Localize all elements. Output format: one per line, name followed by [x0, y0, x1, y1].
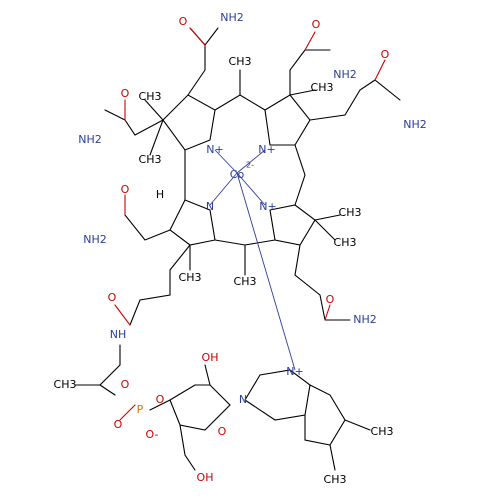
label-o-upper-right: O — [312, 18, 321, 31]
label-o-lower-right: O — [326, 293, 335, 306]
label-o-sugar-link: O — [156, 393, 165, 406]
label-o-minus: O- — [146, 428, 159, 441]
carbon-bonds — [74, 27, 401, 471]
label-nh2-lower-right: NH2 — [353, 313, 377, 326]
label-cobalt: Co — [230, 168, 245, 181]
atom-labels: NH2 O O NH2 O NH2 O NH2 O NH2 O NH2 O N+… — [54, 11, 427, 486]
label-ch3-left-top: CH3 — [139, 90, 162, 103]
label-oh-top: OH — [202, 351, 219, 364]
label-n-benzimidazole: N — [239, 393, 247, 406]
label-n-plus-bottom-right: N+ — [259, 200, 276, 213]
label-n-plus-benzimidazole: N+ — [286, 365, 303, 378]
label-ch3-right-2: CH3 — [334, 236, 357, 249]
label-nh2-top: NH2 — [220, 11, 244, 24]
label-o-ester: O — [121, 378, 130, 391]
label-o-mid-left: O — [121, 183, 130, 196]
label-o-ring: O — [218, 425, 227, 438]
label-o-right: O — [381, 48, 390, 61]
label-o-left: O — [121, 87, 130, 100]
label-nh2-upper-right: NH2 — [333, 68, 357, 81]
label-ch3-bottom-left: CH3 — [179, 271, 202, 284]
label-ch3-top: CH3 — [229, 55, 252, 68]
label-ch3-benz-bottom: CH3 — [324, 473, 347, 486]
label-n-plus-top-right: N+ — [258, 143, 275, 156]
label-nh2-left: NH2 — [78, 133, 102, 146]
label-nh2-mid-left: NH2 — [83, 233, 107, 246]
label-ch3-bottom-center: CH3 — [234, 275, 257, 288]
label-ch3-mid-top-right: CH3 — [311, 81, 334, 94]
label-ch3-benz-right: CH3 — [371, 425, 394, 438]
label-o-top: O — [179, 15, 188, 28]
label-n-plus-top-left: N+ — [206, 143, 223, 156]
label-phosphorus: P — [137, 403, 144, 416]
label-o-phosphate: O — [114, 418, 123, 431]
label-oh-bottom: OH — [197, 471, 214, 484]
cobalt-coordination-bonds — [209, 149, 296, 371]
label-nh: NH — [110, 328, 127, 341]
label-ch3-left-mid: CH3 — [139, 153, 162, 166]
label-cobalt-charge: 2- — [246, 161, 254, 170]
label-o-amide: O — [108, 291, 117, 304]
oxygen-bonds — [114, 27, 386, 421]
label-h: H — [156, 188, 164, 201]
label-ch3-isopropyl: CH3 — [54, 378, 77, 391]
label-n-bottom-left: N — [206, 200, 214, 213]
label-nh2-right: NH2 — [403, 118, 427, 131]
label-ch3-right-1: CH3 — [339, 206, 362, 219]
